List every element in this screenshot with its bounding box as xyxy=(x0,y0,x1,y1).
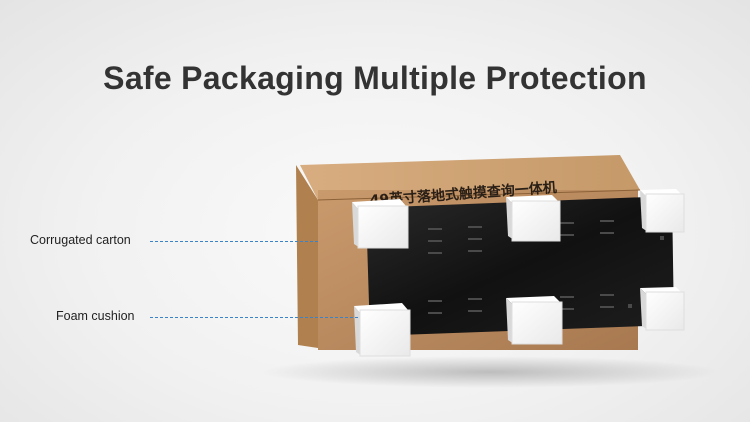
foam-cushion-label: Foam cushion xyxy=(56,309,135,323)
foam-cushion-top-left xyxy=(352,199,409,249)
carton-leader-line xyxy=(150,241,318,242)
foam-cushion-bottom-left xyxy=(354,303,411,357)
foam-cushion-bottom-mid xyxy=(506,296,563,345)
foam-leader-line xyxy=(150,317,358,318)
display-screen xyxy=(366,196,674,336)
screen-vents xyxy=(428,220,664,314)
foam-cushion-bottom-right xyxy=(640,287,685,331)
corrugated-carton-label: Corrugated carton xyxy=(30,233,131,247)
foam-cushion-top-right xyxy=(640,189,685,233)
foam-cushion-top-mid xyxy=(506,195,561,242)
page-title: Safe Packaging Multiple Protection xyxy=(103,60,647,96)
